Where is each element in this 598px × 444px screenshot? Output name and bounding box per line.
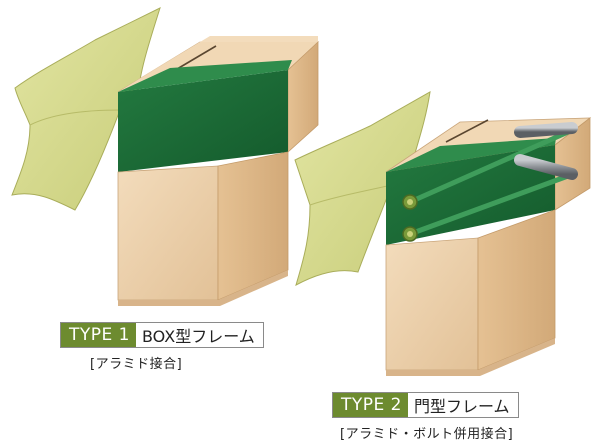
type1-caption: TYPE 1 BOX型フレーム [アラミド接合] bbox=[60, 322, 264, 372]
type1-column-front bbox=[117, 165, 219, 301]
type1-green-band bbox=[118, 70, 288, 172]
type2-aramid-sheet bbox=[294, 91, 431, 287]
type1-tag: TYPE 1 BOX型フレーム bbox=[60, 322, 264, 348]
type2-tag: TYPE 2 門型フレーム bbox=[332, 392, 519, 418]
type2-green-band bbox=[386, 145, 555, 245]
type2-joint-drawing bbox=[294, 91, 592, 376]
type2-frame-name: 門型フレーム bbox=[407, 393, 518, 417]
type2-bolts bbox=[402, 122, 578, 242]
type2-caption: TYPE 2 門型フレーム [アラミド・ボルト併用接合] bbox=[332, 392, 519, 442]
type1-joint-drawing bbox=[11, 7, 320, 306]
type1-type-label: TYPE 1 bbox=[61, 323, 136, 347]
type2-subtitle: [アラミド・ボルト併用接合] bbox=[340, 427, 514, 442]
type2-column-front bbox=[385, 237, 479, 371]
type2-type-label: TYPE 2 bbox=[333, 393, 408, 417]
type1-subtitle: [アラミド接合] bbox=[90, 357, 183, 372]
type1-aramid-sheet bbox=[11, 7, 161, 211]
type1-frame-name: BOX型フレーム bbox=[135, 323, 263, 347]
